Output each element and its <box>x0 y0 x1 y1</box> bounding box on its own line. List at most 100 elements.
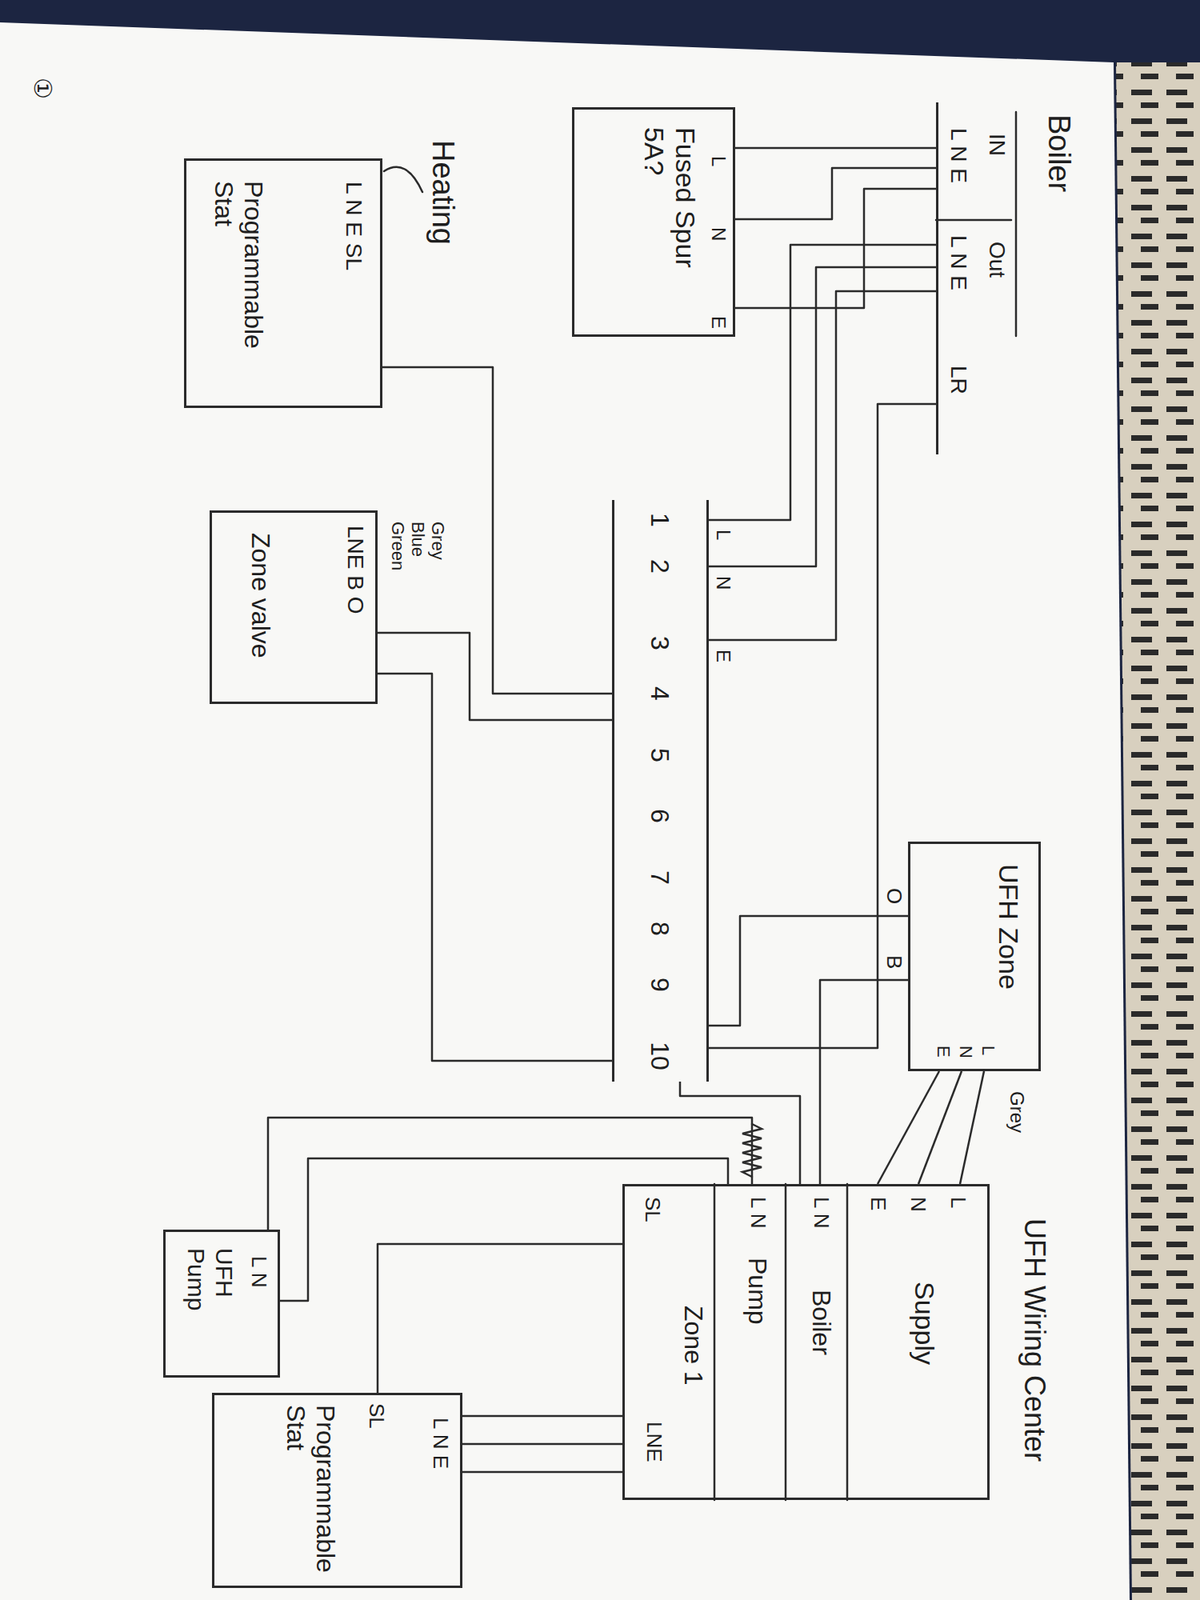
node-text: UFH Zone <box>992 864 1024 990</box>
wire <box>280 1158 728 1301</box>
pin-label-slot: L N E <box>428 1416 452 1600</box>
node-text: Boiler <box>1040 114 1076 192</box>
pin-label-slot: L <box>945 1195 970 1404</box>
node-text: Fused Spur 5A? <box>638 127 701 312</box>
node-text-slot: 5 <box>644 731 675 780</box>
pin-label: L N <box>745 1195 770 1231</box>
node-text-slot: 6 <box>644 792 675 840</box>
node-text: 9 <box>644 977 675 992</box>
pin-label: L <box>707 154 730 168</box>
fused-spur-box: Fused Spur 5A? <box>572 107 736 337</box>
pin-label: N <box>905 1195 930 1214</box>
pin-label: Out <box>984 240 1010 280</box>
wire <box>462 1443 623 1446</box>
node-text-slot: 7 <box>644 853 675 902</box>
pin-label: L N E <box>428 1416 452 1471</box>
heading-text: UFH Wiring Center <box>1018 1218 1052 1462</box>
wire <box>377 632 612 720</box>
node-text-slot: Programmable Stat <box>280 1404 340 1581</box>
boiler-divider <box>936 219 1012 222</box>
pin-label: ① <box>28 76 57 101</box>
node-text-slot: 8 <box>644 904 675 953</box>
wire <box>382 367 612 694</box>
pin-label: L <box>945 1195 970 1210</box>
node-text-slot: UFH Pump <box>182 1248 238 1320</box>
pin-label: E <box>712 648 735 664</box>
wire <box>708 916 908 1026</box>
wire <box>268 1117 752 1230</box>
node-text-slot: 10 <box>644 1032 675 1080</box>
pin-label-slot: SL <box>364 1401 388 1600</box>
pin-label: L N E <box>945 126 972 185</box>
zone-valve-box: UFH Zone <box>908 841 1041 1072</box>
pin-label: SL <box>364 1401 388 1431</box>
node-text-slot: 2 <box>644 542 675 591</box>
heading-arc <box>384 167 423 192</box>
pin-label-slot: Out <box>984 240 1010 448</box>
node-text: UFH Pump <box>182 1248 238 1320</box>
pin-label: L N <box>246 1254 271 1290</box>
pin-label: N <box>956 1044 976 1060</box>
pin-label: Green <box>388 520 408 572</box>
wire <box>680 1081 800 1184</box>
node-text-slot: UFH Zone <box>992 864 1024 1056</box>
node-text-slot: Fused Spur 5A? <box>638 127 701 312</box>
pin-label: N <box>707 225 730 243</box>
node-text-slot: Zone valve <box>245 532 276 693</box>
wire <box>735 188 936 308</box>
pin-label-slot: Zone 1 <box>678 1304 708 1512</box>
pin-label-slot: ① <box>28 76 57 284</box>
pin-label: LNE <box>641 1420 666 1464</box>
wire <box>960 1071 984 1184</box>
node-text-slot: 9 <box>644 960 675 1009</box>
pin-label-slot: E <box>707 314 730 523</box>
pin-label: LR <box>945 364 972 396</box>
pin-label-slot: L N E <box>945 233 972 442</box>
wire <box>708 404 936 1048</box>
node-text: 7 <box>644 870 675 885</box>
pin-label-slot: O <box>881 886 906 1095</box>
row-divider <box>713 1184 716 1500</box>
pin-label: Pump <box>742 1256 772 1327</box>
node-text: 3 <box>644 636 675 651</box>
pin-label: L N <box>808 1195 833 1231</box>
row-divider <box>846 1184 849 1500</box>
wire <box>462 1415 623 1418</box>
pin-label: E <box>707 314 730 331</box>
wire <box>877 1071 940 1184</box>
node-text: 2 <box>644 559 675 574</box>
pin-label-slot: Blue <box>408 520 428 728</box>
pin-label: E <box>933 1044 954 1060</box>
pin-label-slot: E <box>865 1195 890 1404</box>
node-text: 10 <box>644 1041 675 1071</box>
pin-label-slot: L N E <box>945 126 972 335</box>
node-text: 5 <box>644 748 675 763</box>
node-text: 6 <box>644 808 675 824</box>
boiler-divider <box>1015 112 1018 336</box>
pin-label: Boiler <box>806 1288 836 1357</box>
pin-label-slot: N <box>956 1044 976 1252</box>
wire <box>708 291 936 640</box>
pin-label: LNE B O <box>342 524 368 616</box>
pin-label-slot: L <box>707 154 730 363</box>
wire <box>708 244 936 520</box>
heading-text-slot: Heating <box>424 140 460 316</box>
pin-label-slot: N <box>712 574 735 783</box>
pump-box: UFH Pump <box>163 1229 280 1378</box>
node-text-slot: 3 <box>644 619 675 668</box>
node-text: 8 <box>644 921 675 936</box>
node-text: Programmable Stat <box>208 180 268 397</box>
pin-label-slot: LNE <box>641 1420 666 1600</box>
pin-label: L N E SL <box>340 180 367 272</box>
node-text-slot: 1 <box>644 496 675 544</box>
heading-text-slot: UFH Wiring Center <box>1018 1218 1052 1523</box>
pin-label-slot: Pump <box>742 1256 772 1464</box>
node-text-slot: Boiler <box>1040 114 1076 355</box>
node-text-slot: Programmable Stat <box>208 180 268 397</box>
pin-label-slot: Supply <box>908 1280 940 1488</box>
node-text-slot: 4 <box>644 669 675 718</box>
row-divider <box>784 1184 788 1500</box>
pin-label: O <box>881 886 906 906</box>
